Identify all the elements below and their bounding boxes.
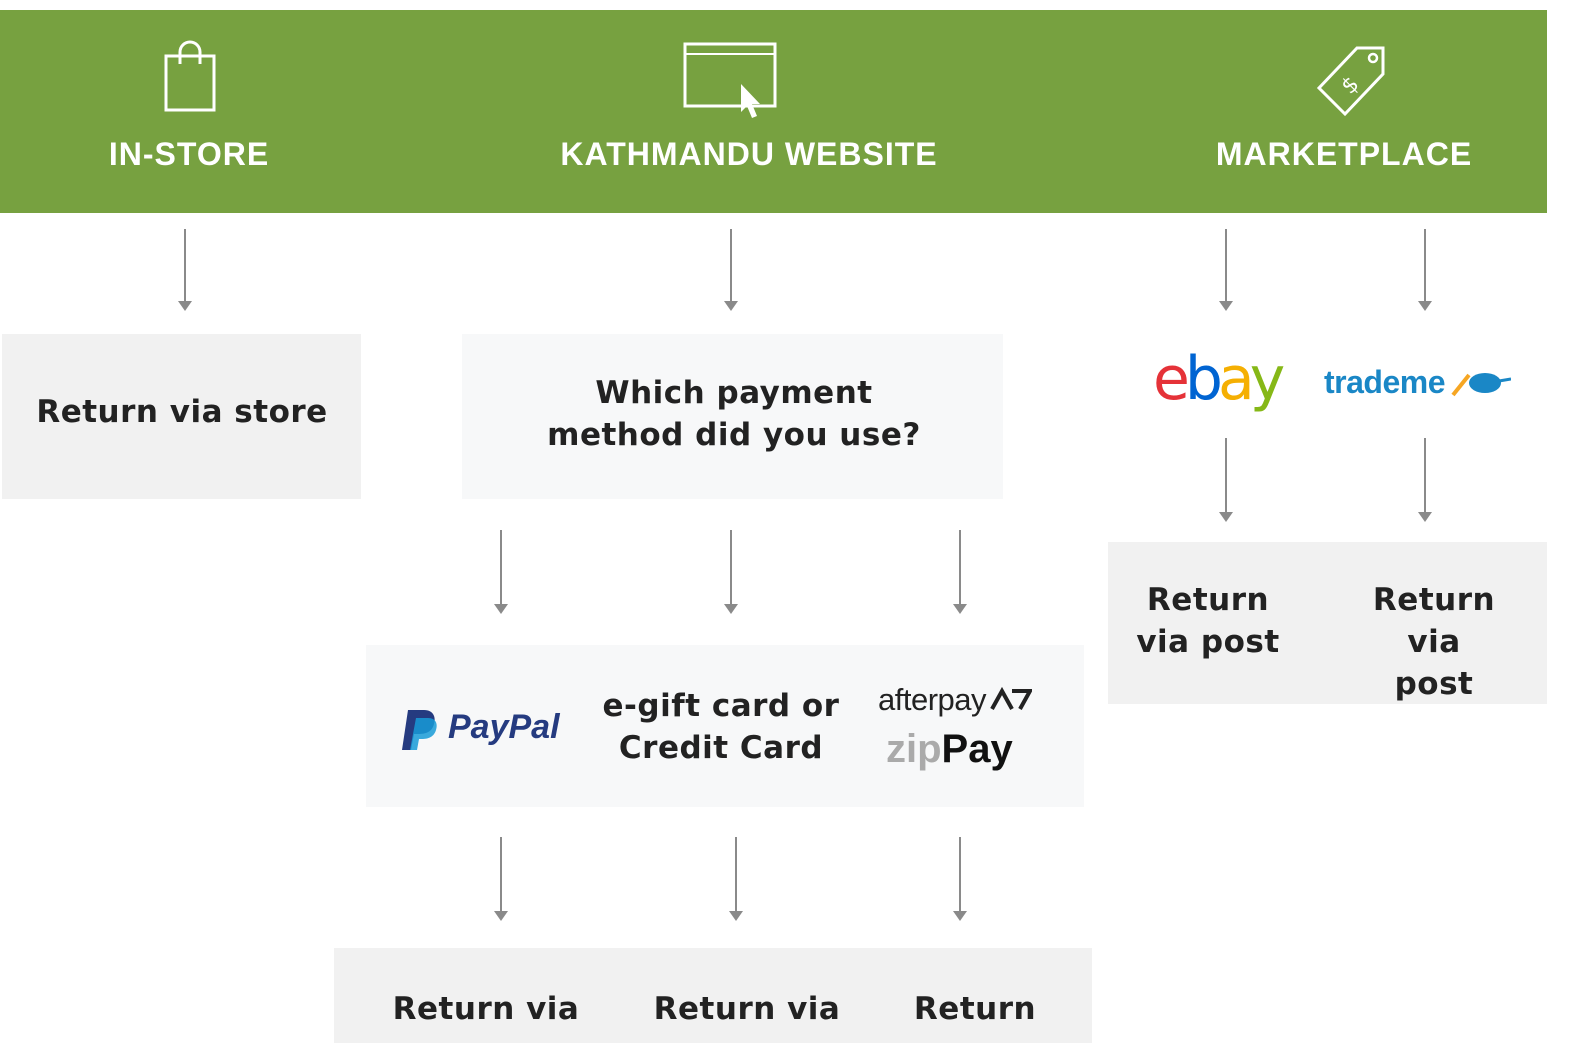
shopping-bag-icon xyxy=(164,40,216,112)
afterpay-logo: afterpay xyxy=(878,682,1034,718)
trademe-logo: trademe xyxy=(1324,364,1512,401)
card-return-label: Return via xyxy=(653,991,841,1027)
payment-question-box xyxy=(462,334,1003,499)
kiwi-bird-icon xyxy=(1451,373,1512,397)
return-via-store-label: Return via store xyxy=(36,394,328,430)
ebay-logo-b: b xyxy=(1184,344,1223,414)
arrow-afterpay-return xyxy=(953,837,967,921)
website-return-box xyxy=(334,948,1092,1043)
ebay-logo: ebay xyxy=(1153,344,1285,414)
header-in-store-label: IN-STORE xyxy=(108,136,270,172)
arrow-card-down xyxy=(724,530,738,614)
ebay-logo-a: a xyxy=(1218,344,1255,414)
paypal-logo-text: PayPal xyxy=(448,708,560,746)
channel-header: IN-STORE KATHMANDU WEBSITE $ MARKETPLACE xyxy=(0,10,1547,213)
egift-credit-card-label: e-gift card or Credit Card xyxy=(602,688,840,766)
arrow-paypal-down xyxy=(494,530,508,614)
payment-question-label: Which payment method did you use? xyxy=(547,375,921,453)
arrow-paypal-return xyxy=(494,837,508,921)
arrow-afterpay-down xyxy=(953,530,967,614)
price-tag-icon: $ xyxy=(1316,46,1385,117)
arrow-instore-down xyxy=(178,229,192,311)
zippay-logo-pay: Pay xyxy=(941,727,1013,771)
trademe-logo-text: trademe xyxy=(1324,364,1446,400)
arrow-ebay-down xyxy=(1219,229,1233,311)
svg-text:$: $ xyxy=(1337,72,1365,100)
marketplace-return-box xyxy=(1108,542,1547,704)
ebay-logo-e: e xyxy=(1153,344,1190,414)
arrow-website-down xyxy=(724,229,738,311)
paypal-return-label: Return via xyxy=(392,991,580,1027)
afterpay-logo-text: afterpay xyxy=(878,682,987,717)
trademe-return-via-post-label: Return via post xyxy=(1372,582,1496,702)
header-marketplace-label: MARKETPLACE xyxy=(1215,136,1473,172)
ebay-return-via-post-label: Return via post xyxy=(1136,582,1280,660)
zippay-logo-zip: zip xyxy=(886,727,942,771)
zippay-logo: zipPay xyxy=(886,727,1013,772)
arrow-ebay-return xyxy=(1219,438,1233,522)
payment-methods-box xyxy=(366,645,1084,807)
ebay-logo-y: y xyxy=(1249,344,1285,414)
return-via-store-box xyxy=(2,334,361,499)
arrow-trademe-down xyxy=(1418,229,1432,311)
header-website-label: KATHMANDU WEBSITE xyxy=(560,136,938,172)
afterpay-arrows-icon xyxy=(990,686,1034,710)
browser-window-cursor-icon xyxy=(683,42,777,118)
arrow-card-return xyxy=(729,837,743,921)
arrow-trademe-return xyxy=(1418,438,1432,522)
afterpay-return-label: Return xyxy=(913,991,1037,1027)
paypal-icon xyxy=(402,710,437,750)
